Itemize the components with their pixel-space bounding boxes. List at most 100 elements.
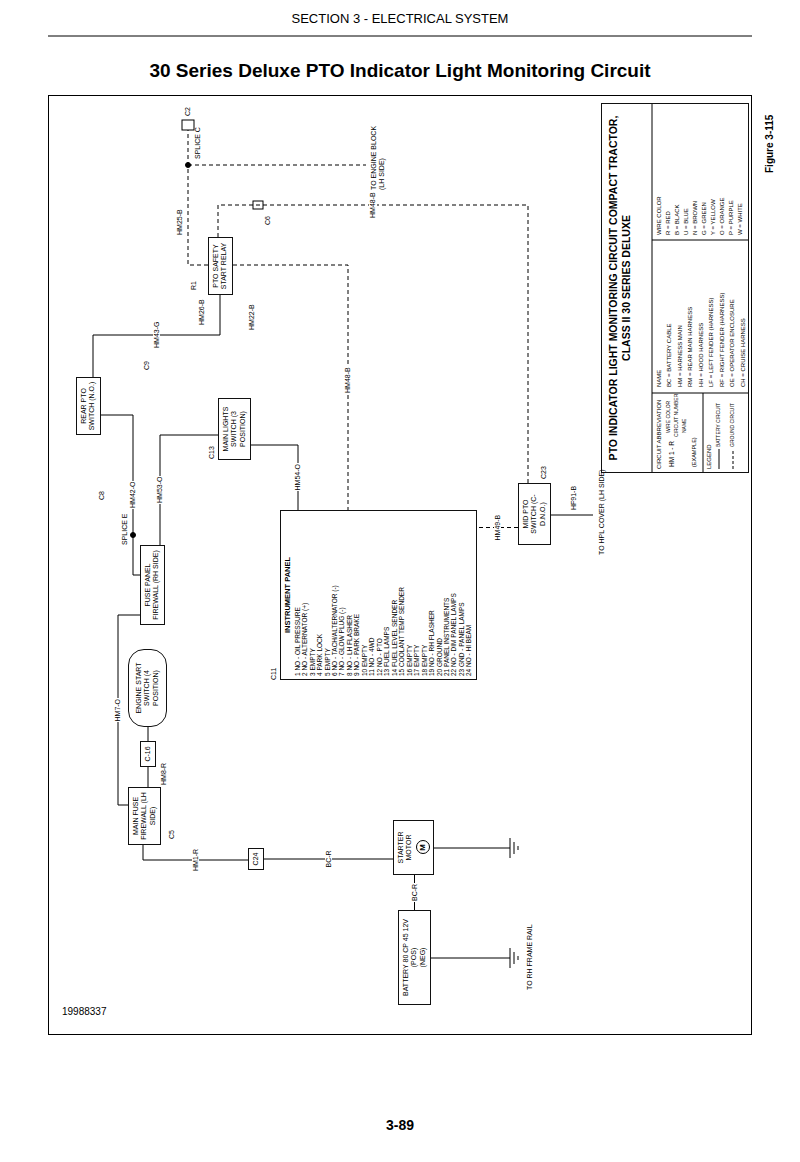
callout-label: C9 [143,361,151,370]
legend-text: BATTERY CIRCUIT [715,403,721,447]
component-label: MID PTO SWITCH (C-D.N.O.) [522,487,547,541]
wire [233,265,348,510]
wire [148,767,149,787]
callout-label: O = ORANGE [719,197,726,235]
ground-symbol [510,948,518,968]
rotated-sheet: BATTERY 80 CP 45 12V(POS)(NEG) STARTER MO… [48,95,788,1035]
component-label: M [416,841,430,855]
page-text: 19988337 [62,1006,107,1017]
wire [148,727,149,741]
callout-label: CIRCUIT NUMBER [674,394,680,437]
callout-label: N = BROWN [692,201,699,235]
pin-label: 4 PARK LOCK [316,514,323,676]
pin-label: 12 NO - PTO [376,514,383,676]
callout-label: HM22-B [248,304,256,330]
ground-wire [434,848,510,849]
component-box: FUSE PANEL FIREWALL (RH SIDE) [140,545,165,625]
callout-label: HF91-B [570,486,578,510]
callout-label: W = WHITE [737,203,744,235]
component-box: ENGINE START SWITCH (4 POSITION) [128,649,167,727]
callout-label: NAME [656,370,663,387]
pin-label: 9 NO - PARK BRAKE [353,514,360,676]
callout-label: WIRE COLOR [666,401,672,433]
callout-label: HM26-B [198,299,206,325]
callout-label: NAME [682,419,688,433]
ground-wire [551,515,593,516]
pin-label: 10 EMPTY [361,514,368,676]
component-label: PTO SAFETY START RELAY [212,241,229,291]
pin-label: 11 NO - 4WD [368,514,375,676]
callout-label: HM8-R [160,763,168,785]
ground-symbol [510,838,518,858]
callout-label: (EXAMPLE) [691,437,697,467]
legend-line [719,449,720,469]
callout-label: TO RH FRAME RAIL [526,924,534,990]
component-label: MAIN FUSE FIREWALL (LH SIDE) [132,791,157,841]
callout-label: U = BLUE [683,208,690,235]
callout-label: BC = BATTERY CABLE [666,323,673,387]
pin-label: 16 EMPTY [406,514,413,676]
callout-label: R = RED [665,211,672,235]
panel-heading: INSTRUMENT PANEL [284,514,293,676]
component-box: C24 [248,848,264,870]
callout-label: R1 [190,281,198,290]
callout-label: C11 [270,668,278,680]
instrument-panel: INSTRUMENT PANEL1 NO - OIL PRESSURE2 NO … [280,510,477,680]
pin-label: 19 NO - RH FLASHER [428,514,435,676]
callout-label: HM 1 - R [668,441,675,467]
wire-label: HM43-G [153,321,161,349]
component-box: C-16 [140,741,156,767]
wire [160,435,218,545]
callout-label: Y = YELLOW [710,199,717,235]
callout-label: C2 [184,107,192,116]
callout-label: HH = HOOD HARNESS [698,323,705,387]
callout-label: TO ENGINE BLOCK (LH SIDE) [370,115,385,190]
component-box: STARTER MOTORM [393,820,434,875]
callout-label: SPLICE C [194,127,202,159]
component-box: MID PTO SWITCH (C-D.N.O.) [518,483,551,545]
pin-label: 5 EMPTY [324,514,331,676]
legend-line [733,449,734,469]
callout-label: SPLICE E [121,513,129,545]
component-label: C24 [252,852,260,866]
callout-label: OE = OPERATOR ENCLOSURE [729,299,736,387]
pin-label: 15 COOLANT TEMP SENDER [398,514,405,676]
component-box: BATTERY 80 CP 45 12V(POS)(NEG) [398,910,431,1005]
component-box: PTO SAFETY START RELAY [208,237,233,295]
legend-sample [730,449,736,469]
component-box: REAR PTO SWITCH (N.O.) [76,377,101,435]
page-text: 3-89 [386,1118,414,1133]
callout-label: HM = HARNESS MAIN [677,325,684,387]
legend-sample [716,449,722,469]
pin-label: 18 EMPTY [421,514,428,676]
pin-label: 7 NO - GLOW PLUG (-) [338,514,345,676]
wire-label: HM1-R [192,848,200,872]
component-label: STARTER MOTOR [397,824,414,871]
wire-label: BC-R [325,849,333,868]
callout-label: TO HPL COVER (LH SIDE) [598,469,606,555]
ground-wire [431,958,510,959]
page-title: 30 Series Deluxe PTO Indicator Light Mon… [0,60,800,82]
wire-label: HM48-B [369,191,377,219]
pin-label: 13 FUEL LAMPS [383,514,390,676]
wire-label: HM49-B [494,514,502,542]
callout-label: HM25-B [176,209,184,235]
pin-label: 14 FUEL LEVEL SENDER [391,514,398,676]
wire-label: HM42-O [129,481,137,509]
component-label: PTO INDICATOR LIGHT MONITORING CIRCUIT C… [607,112,633,464]
callout-label: RF = RIGHT FENDER (HARNESS) [719,293,726,387]
component-label: (POS) [410,914,418,1001]
callout-label: C8 [98,491,106,500]
legend-text: GROUND CIRCUIT [729,403,735,447]
pin-label: 2 NO - ALTERNATOR (+) [301,514,308,676]
wire-label: HM48-B [344,366,352,394]
component-label: FUSE PANEL FIREWALL (RH SIDE) [144,549,161,621]
pin-label: 24 NO - HI BEAM [465,514,472,676]
pin-label: 8 NO - LH FLASHER [346,514,353,676]
pin-label: 20 GROUND [436,514,443,676]
wire-label: BC-R [411,883,419,902]
callout-label: C6 [264,216,272,225]
callout-label: WIRE COLOR [656,196,663,235]
wire-label: HM54-O [294,463,302,491]
pin-label: 6 NO - TACH/ALTERNATOR (-) [331,514,338,676]
